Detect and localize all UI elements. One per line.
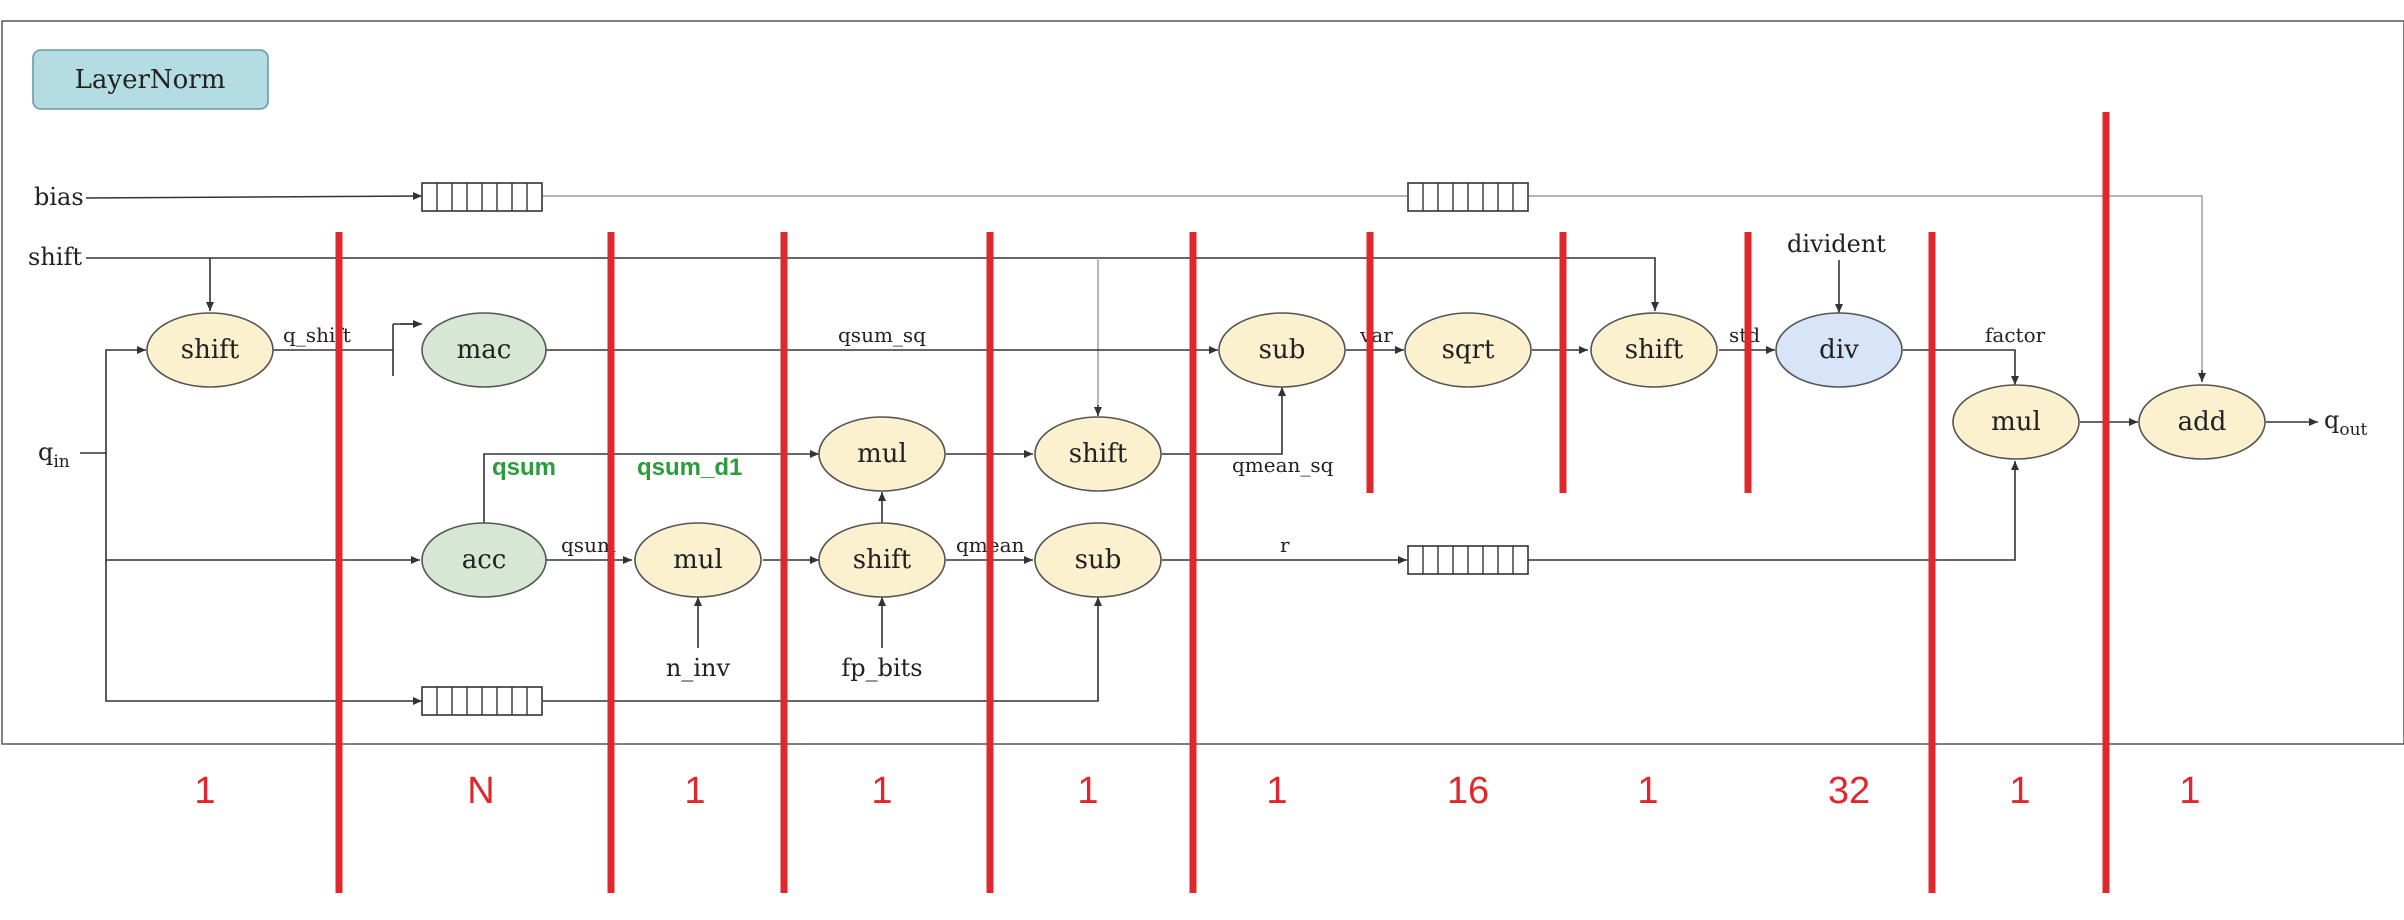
qin-label: qin	[38, 438, 70, 472]
svg-text:mul: mul	[673, 545, 723, 575]
svg-text:mul: mul	[1991, 407, 2041, 437]
svg-text:mul: mul	[857, 439, 907, 469]
node-sub2: sub	[1034, 522, 1162, 598]
delay-buffer	[421, 686, 543, 716]
svg-text:shift: shift	[853, 545, 912, 575]
stage-latency: 1	[2009, 770, 2030, 812]
delay-buffer	[421, 182, 543, 212]
stage-latency: 16	[1447, 770, 1489, 812]
stage-latency: 1	[2179, 770, 2200, 812]
svg-text:acc: acc	[462, 545, 507, 575]
node-sqrt: sqrt	[1404, 312, 1532, 388]
node-add: add	[2138, 384, 2266, 460]
qmean-sq-label: qmean_sq	[1232, 453, 1334, 477]
node-shift3: shift	[1034, 416, 1162, 492]
node-mul2: mul	[818, 416, 946, 492]
bias-wire	[85, 192, 423, 201]
fp-bits-label: fp_bits	[841, 654, 922, 682]
node-shift2: shift	[818, 522, 946, 598]
annotation-qsum-d1: qsum_d1	[637, 454, 742, 481]
stage-latency: 1	[871, 770, 892, 812]
node-shift4: shift	[1590, 312, 1718, 388]
stage-latency: 1	[684, 770, 705, 812]
qsum-wire-label: qsum	[561, 533, 616, 557]
node-sub1: sub	[1218, 312, 1346, 388]
stage-latency: 1	[194, 770, 215, 812]
delay-buffer	[1407, 182, 1529, 212]
svg-text:shift: shift	[1625, 335, 1684, 365]
acc-to-mul2	[483, 450, 819, 524]
svg-text:sub: sub	[1259, 335, 1306, 365]
stage-boundaries	[335, 112, 2110, 893]
factor-wire	[1903, 349, 2019, 385]
svg-text:shift: shift	[1069, 439, 1128, 469]
r-label: r	[1280, 533, 1290, 557]
n-inv-label: n_inv	[666, 654, 731, 682]
node-acc: acc	[421, 522, 547, 598]
qmean-sq-wire	[1162, 387, 1286, 455]
stage-latency: 1	[1266, 770, 1287, 812]
stage-latencies: 1 N 1 1 1 1 16 1 32 1 1	[194, 770, 2200, 812]
r-to-mul3	[1528, 461, 2019, 561]
title-badge: LayerNorm	[32, 49, 269, 110]
qsum-sq-label: qsum_sq	[838, 323, 926, 347]
annotation-qsum: qsum	[492, 454, 556, 481]
diagram-frame	[1, 20, 2404, 745]
bias-wire-right	[1528, 195, 2203, 381]
delay-to-sub2	[543, 597, 1102, 702]
var-label: var	[1359, 323, 1393, 347]
factor-label: factor	[1985, 323, 2046, 347]
divident-label: divident	[1787, 230, 1886, 258]
svg-text:shift: shift	[181, 335, 240, 365]
stage-latency: 32	[1828, 770, 1870, 812]
svg-text:add: add	[2178, 407, 2227, 437]
delay-buffers	[421, 182, 1529, 716]
delay-buffer	[1407, 545, 1529, 575]
node-div: div	[1775, 312, 1903, 388]
node-mac: mac	[421, 312, 547, 388]
title-text: LayerNorm	[75, 65, 226, 95]
stage-latency: 1	[1637, 770, 1658, 812]
stage-latency: 1	[1077, 770, 1098, 812]
node-mul1: mul	[634, 522, 762, 598]
qin-to-delay	[105, 560, 422, 705]
qout-label: qout	[2324, 406, 2368, 440]
svg-text:sub: sub	[1075, 545, 1122, 575]
shift-label: shift	[28, 243, 82, 271]
svg-text:mac: mac	[457, 335, 512, 365]
qin-to-shift1	[80, 346, 146, 454]
node-shift1: shift	[146, 312, 274, 388]
bias-label: bias	[34, 183, 84, 211]
svg-text:div: div	[1819, 335, 1859, 365]
svg-text:sqrt: sqrt	[1442, 335, 1495, 365]
stage-latency: N	[467, 770, 494, 812]
node-mul3: mul	[1952, 384, 2080, 460]
